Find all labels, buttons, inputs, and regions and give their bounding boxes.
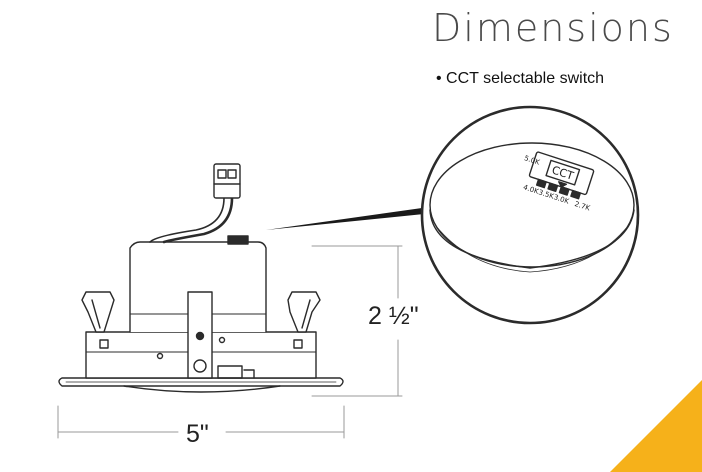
feature-label: • CCT selectable switch [436, 70, 605, 87]
left-clip [81, 291, 115, 333]
leader-line [266, 208, 424, 230]
trim-flange [58, 377, 344, 393]
cct-switch [528, 151, 595, 200]
wires [149, 196, 234, 244]
magnified-view [420, 105, 640, 325]
corner-accent [610, 380, 702, 472]
right-clip [287, 291, 321, 333]
driver-can [129, 235, 267, 333]
height-label: 2 ½" [368, 302, 419, 330]
connector [213, 163, 241, 199]
page-title: Dimensions [432, 6, 674, 50]
width-label: 5" [186, 420, 209, 448]
height-dimension [311, 245, 403, 397]
width-dimension [57, 405, 345, 439]
center-bracket [187, 291, 213, 379]
